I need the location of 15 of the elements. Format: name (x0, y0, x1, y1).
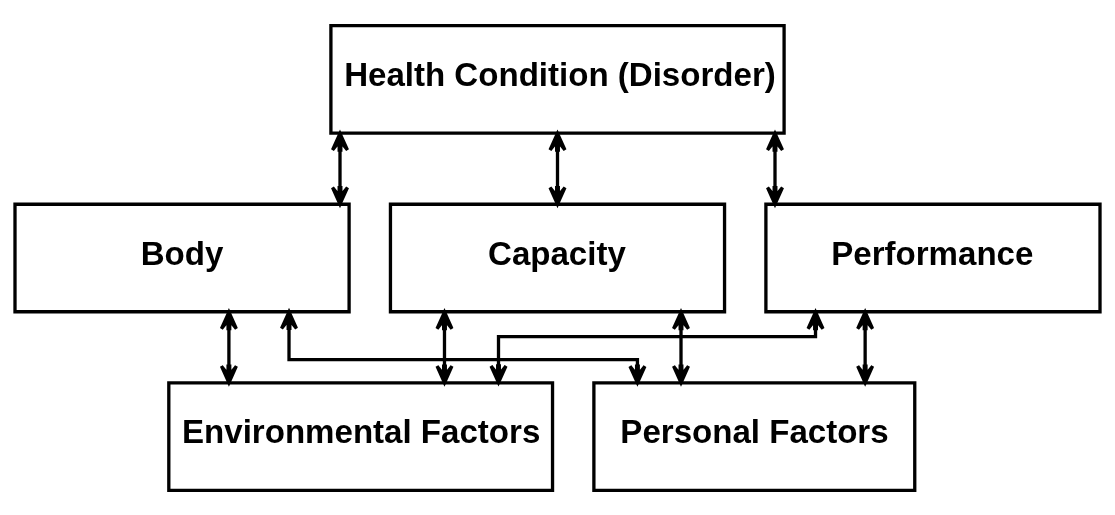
arrow (489, 309, 825, 384)
arrow (435, 309, 454, 384)
node-box: Performance (764, 202, 1102, 313)
node-box: Health Condition (Disorder) (329, 23, 786, 135)
node-box: Body (13, 202, 351, 313)
arrow (765, 131, 785, 206)
node-box: Capacity (388, 202, 727, 313)
node-box: Personal Factors (592, 380, 917, 492)
arrow (279, 309, 647, 384)
arrow (856, 309, 875, 384)
arrow (330, 131, 350, 206)
arrow (219, 309, 238, 384)
node-box: Environmental Factors (167, 380, 555, 492)
arrow (671, 309, 691, 384)
arrow (548, 131, 567, 206)
